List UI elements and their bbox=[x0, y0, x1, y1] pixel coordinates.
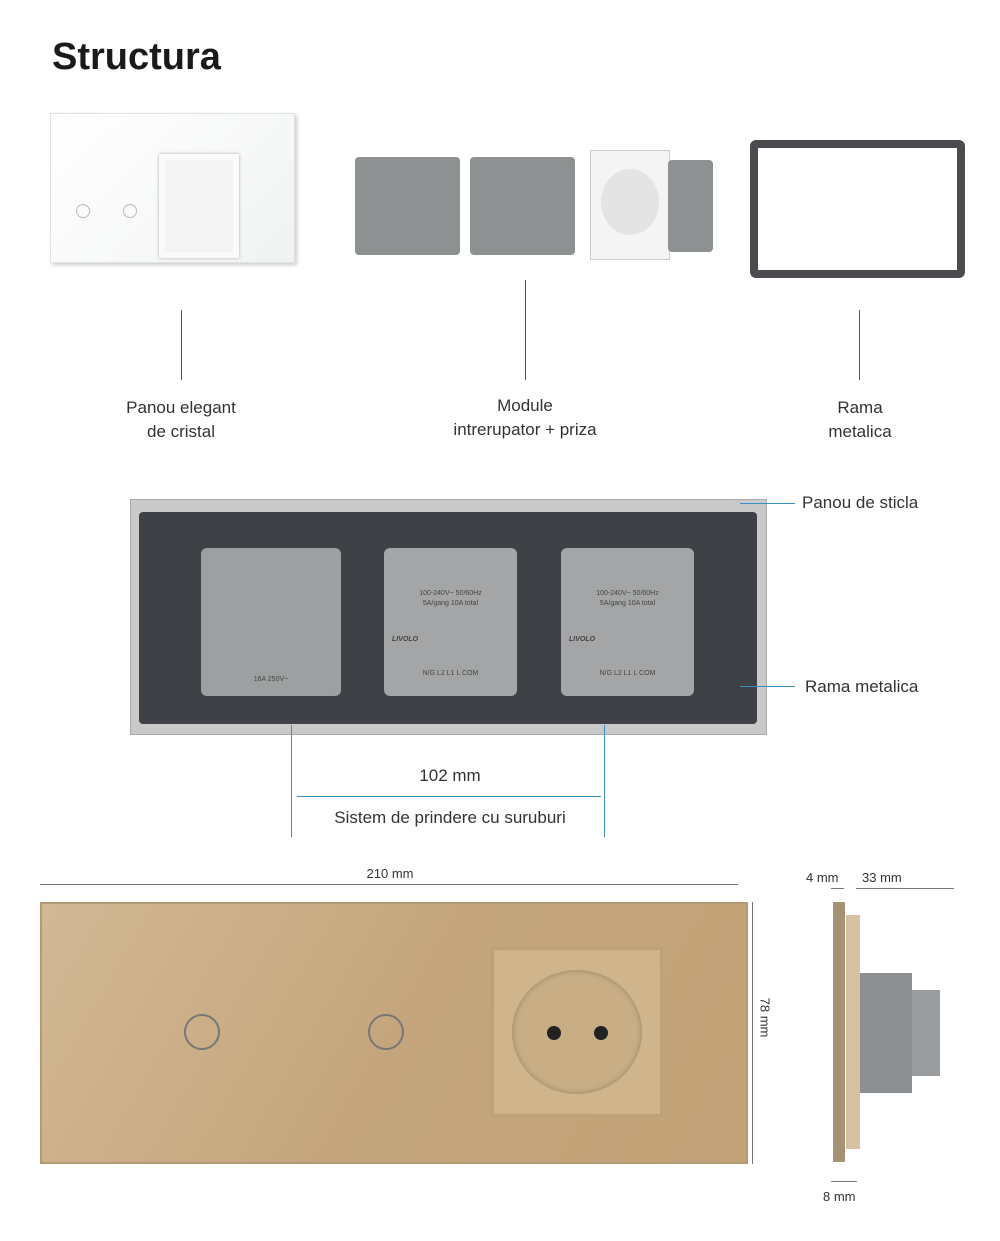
leader-line bbox=[181, 310, 182, 380]
side-glass bbox=[833, 902, 845, 1162]
leader-line bbox=[859, 310, 860, 380]
socket-module-image bbox=[590, 150, 670, 260]
label-metal-frame-back: Rama metalica bbox=[805, 677, 919, 696]
glass-thickness-label: 4 mm bbox=[806, 870, 839, 885]
arrow-frame bbox=[740, 686, 795, 687]
load-text: 5A/gang 10A total bbox=[422, 600, 479, 607]
switch-module-image bbox=[355, 157, 460, 255]
mount-system-label: Sistem de prindere cu suruburi bbox=[334, 808, 566, 827]
socket-module-body bbox=[668, 160, 713, 252]
touch-button-icon bbox=[368, 1014, 404, 1050]
side-module-rear bbox=[912, 990, 940, 1076]
distance-arrow bbox=[297, 796, 601, 797]
socket-outlet bbox=[491, 947, 663, 1117]
height-dimension-line bbox=[752, 902, 753, 1164]
label-crystal-panel: Panou elegant de cristal bbox=[81, 396, 281, 444]
socket-module-back: 16A 250V~ bbox=[201, 548, 341, 696]
width-dimension-line bbox=[40, 884, 738, 885]
depth-dimension-line bbox=[856, 888, 954, 889]
terminals-text: N/G L2 L1 L COM bbox=[422, 670, 479, 677]
label-line: metalica bbox=[828, 422, 892, 441]
switch-module-back: 100-240V~ 50/60Hz 5A/gang 10A total LIVO… bbox=[384, 548, 517, 696]
label-glass-panel: Panou de sticla bbox=[802, 493, 919, 512]
label-modules: Module intrerupator + priza bbox=[405, 394, 645, 442]
label-line: Rama bbox=[837, 398, 883, 417]
touch-button-icon bbox=[184, 1014, 220, 1050]
label-line: Panou elegant bbox=[126, 398, 236, 417]
crystal-panel-image bbox=[50, 113, 295, 263]
brand-text: LIVOLO bbox=[392, 636, 419, 643]
label-line: de cristal bbox=[146, 422, 216, 441]
load-text: 5A/gang 10A total bbox=[599, 600, 656, 607]
brand-text: LIVOLO bbox=[569, 636, 596, 643]
label-line: Module bbox=[497, 396, 553, 415]
arrow-glass bbox=[740, 503, 795, 504]
label-line: intrerupator + priza bbox=[453, 420, 597, 439]
switch-module-image bbox=[470, 157, 575, 255]
frame-dimension-line bbox=[831, 1181, 857, 1182]
depth-label: 33 mm bbox=[862, 870, 902, 885]
rating-text: 100-240V~ 50/60Hz bbox=[596, 590, 659, 597]
rating-text: 100-240V~ 50/60Hz bbox=[419, 590, 482, 597]
socket-window bbox=[159, 154, 239, 258]
page-title: Structura bbox=[52, 36, 221, 78]
side-module bbox=[860, 973, 912, 1093]
glass-dimension-line bbox=[831, 888, 844, 889]
distance-label: 102 mm bbox=[419, 766, 481, 785]
switch-module-back: 100-240V~ 50/60Hz 5A/gang 10A total LIVO… bbox=[561, 548, 694, 696]
metal-frame-image bbox=[750, 140, 965, 278]
frame-thickness-label: 8 mm bbox=[823, 1189, 856, 1204]
side-frame bbox=[846, 915, 860, 1149]
height-label: 78 mm bbox=[757, 997, 773, 1038]
touch-button-icon bbox=[76, 204, 90, 218]
back-view-image: 16A 250V~ 100-240V~ 50/60Hz 5A/gang 10A … bbox=[130, 499, 767, 735]
terminals-text: N/G L2 L1 L COM bbox=[599, 670, 656, 677]
screw-line-left bbox=[291, 725, 292, 837]
touch-button-icon bbox=[123, 204, 137, 218]
socket-rating-text: 16A 250V~ bbox=[253, 676, 289, 683]
label-metal-frame: Rama metalica bbox=[780, 396, 940, 444]
screw-line-right bbox=[604, 725, 605, 837]
width-label: 210 mm bbox=[366, 866, 414, 881]
gold-panel-front bbox=[40, 902, 748, 1164]
leader-line bbox=[525, 280, 526, 380]
